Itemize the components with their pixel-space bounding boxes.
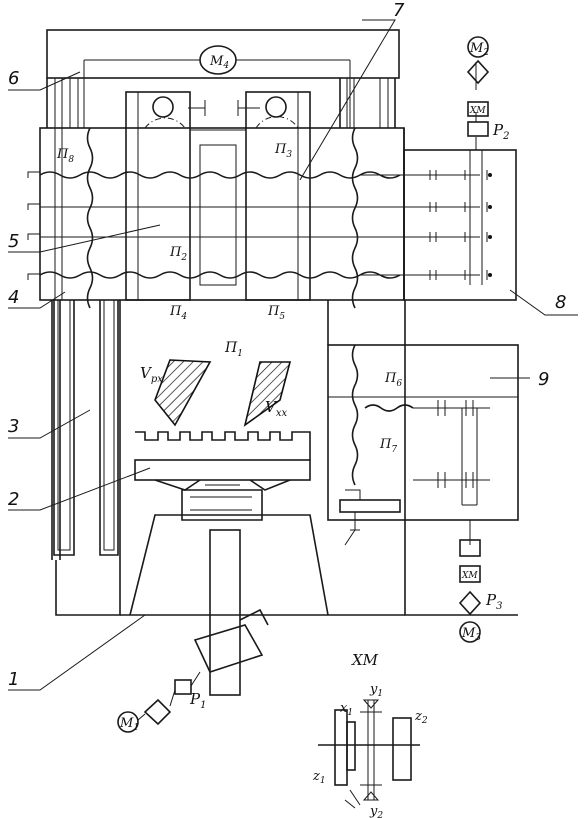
part-number-9: 9: [538, 369, 549, 390]
svg-text:P3: P3: [485, 591, 502, 612]
feed-p5-label: П: [267, 304, 280, 319]
xm-inset: [318, 699, 420, 809]
feed-p7-label: П: [379, 437, 392, 452]
p2-label: P: [492, 121, 504, 139]
part-number-3: 3: [8, 416, 19, 437]
cross-rail: [39, 59, 405, 301]
m1-drive: [117, 671, 201, 733]
m1-sub: 1: [133, 723, 139, 733]
svg-text:Vxx: Vxx: [265, 398, 287, 419]
m2-label: M: [469, 41, 484, 56]
vxx-label: V: [265, 398, 278, 416]
feed-p2-sub: 2: [180, 253, 187, 263]
svg-text:P2: P2: [492, 121, 509, 142]
xm-right-label: XM: [461, 571, 478, 581]
svg-text:Vpx: Vpx: [140, 364, 163, 385]
feed-p4-label: П: [169, 304, 182, 319]
feed-labels: П1 П2 П3 П4 П5 П6 П7 П8: [56, 142, 402, 455]
machine-frame: [46, 29, 518, 616]
svg-text:П6: П6: [384, 371, 402, 389]
inset-z2: z: [414, 709, 422, 724]
part-number-8: 8: [555, 292, 566, 313]
tools-and-table: [134, 359, 311, 696]
inset-x1-sub: 1: [347, 708, 353, 718]
m3-sub: 3: [475, 633, 481, 643]
m4-label: M: [209, 54, 224, 69]
svg-text:P1: P1: [189, 690, 206, 711]
part-number-2: 2: [8, 489, 19, 510]
svg-text:П4: П4: [169, 304, 187, 322]
vxx-sub: xx: [276, 408, 288, 419]
feed-p7-sub: 7: [391, 445, 397, 455]
svg-text:П3: П3: [274, 142, 292, 160]
inset-y2: y: [369, 804, 378, 818]
feed-p8-label: П: [56, 147, 69, 162]
feed-p8-sub: 8: [68, 155, 74, 165]
part-number-5: 5: [8, 231, 19, 252]
part-number-1: 1: [8, 669, 19, 690]
svg-text:M1: M1: [119, 716, 139, 733]
inset-y1-sub: 1: [377, 689, 383, 699]
svg-text:x1: x1: [340, 701, 353, 718]
part-number-4: 4: [8, 287, 19, 308]
xm-top-label: XM: [469, 106, 486, 116]
m1-label: M: [119, 716, 134, 731]
motor-labels: M4 M2 M3 M1: [119, 41, 489, 733]
lead-screws: [27, 127, 480, 486]
inset-z2-sub: 2: [421, 716, 428, 726]
feed-p1-label: П: [224, 340, 238, 356]
feed-p6-label: П: [384, 371, 397, 386]
vpx-label: V: [140, 364, 153, 382]
inset-y2-sub: 2: [376, 811, 383, 818]
inset-z1-sub: 1: [320, 776, 326, 786]
m2-drive-stack: [466, 36, 490, 137]
vpx-sub: px: [151, 374, 163, 385]
velocity-labels: Vpx Vxx: [140, 364, 287, 419]
p1-sub: 1: [200, 700, 206, 711]
feed-p2-label: П: [169, 245, 182, 260]
feed-p4-sub: 4: [180, 312, 187, 322]
feed-p3-sub: 3: [286, 150, 292, 160]
svg-text:y2: y2: [369, 804, 383, 818]
m3-drive-stack: [458, 539, 482, 643]
svg-text:П7: П7: [379, 437, 397, 455]
feed-gearbox-8: [403, 62, 517, 301]
inset-z1: z: [312, 769, 320, 784]
m4-sub: 4: [222, 61, 229, 71]
m4-motor: [199, 45, 237, 75]
m3-label: M: [461, 626, 476, 641]
svg-text:z1: z1: [312, 769, 326, 786]
inset-x1: x: [340, 701, 348, 716]
svg-text:y1: y1: [369, 682, 383, 699]
svg-text:M3: M3: [461, 626, 481, 643]
p1-label: P: [189, 690, 201, 708]
feed-gearbox-9: [327, 344, 519, 546]
feed-p1-sub: 1: [237, 349, 243, 359]
part-number-6: 6: [8, 68, 19, 89]
svg-text:П5: П5: [267, 304, 285, 322]
part-number-labels: 6 7 5 4 3 2 1 8 9: [8, 0, 566, 690]
svg-text:П8: П8: [56, 147, 74, 165]
svg-text:M2: M2: [469, 41, 489, 58]
feed-p6-sub: 6: [396, 379, 402, 389]
p2-sub: 2: [502, 131, 509, 142]
p3-label: P: [485, 591, 497, 609]
inset-title: XM: [351, 651, 379, 669]
p3-sub: 3: [496, 601, 502, 612]
m2-sub: 2: [482, 48, 489, 58]
inset-labels: XM y1 y2 x1 z1 z2: [312, 651, 428, 818]
inset-y1: y: [369, 682, 378, 697]
svg-text:M4: M4: [209, 54, 229, 71]
svg-text:П2: П2: [169, 245, 187, 263]
svg-text:П1: П1: [224, 340, 243, 359]
part-number-7: 7: [393, 0, 405, 21]
feed-p5-sub: 5: [279, 312, 285, 322]
svg-text:z2: z2: [414, 709, 428, 726]
feed-p3-label: П: [274, 142, 287, 157]
leader-lines: [8, 19, 578, 691]
clutch-labels: P1 P2 P3 XM XM: [189, 106, 509, 711]
